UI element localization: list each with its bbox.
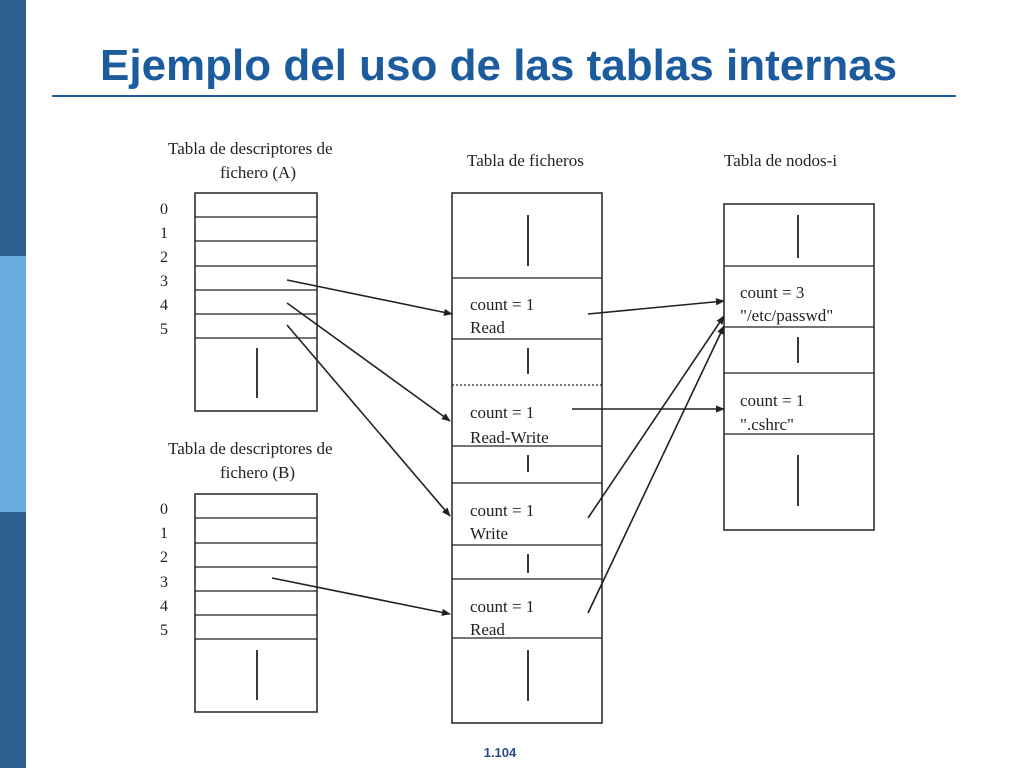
sidebar-light-mid [0, 256, 26, 512]
table-a-index: 1 [160, 225, 168, 242]
file-entry-mode: Write [470, 524, 508, 543]
file-entry-mode: Read [470, 318, 505, 337]
arrow-file1-to-inode1 [587, 298, 725, 315]
file-table-separators [452, 277, 602, 639]
file-entry-mode: Read-Write [470, 428, 549, 447]
inode-entry-count: count = 1 [740, 391, 804, 410]
table-b-indices: 0 1 2 3 4 5 [160, 501, 168, 639]
table-b-index: 2 [160, 549, 168, 566]
file-entry-count: count = 1 [470, 597, 534, 616]
page-number: 1.104 [483, 745, 517, 760]
table-a-index: 3 [160, 273, 168, 290]
file-entry-mode: Read [470, 620, 505, 639]
inode-table-separators [724, 265, 874, 435]
table-a-indices: 0 1 2 3 4 5 [160, 201, 168, 338]
file-table-title: Tabla de ficheros [467, 151, 584, 170]
inode-table: Tabla de nodos-i count = 3 "/etc/passwd"… [723, 151, 875, 531]
sidebar-dark-top [0, 0, 26, 256]
file-table: Tabla de ficheros count = 1 Read count =… [451, 151, 603, 724]
sidebar-dark-bottom [0, 512, 26, 768]
arrow-b3-to-file4 [271, 577, 451, 616]
table-a-row-lines [195, 216, 317, 339]
table-a-title-line2: fichero (A) [220, 163, 296, 182]
arrow-file3-to-inode1 [587, 315, 725, 519]
arrow-a5-to-file3 [286, 324, 451, 517]
table-b-index: 3 [160, 574, 168, 591]
table-b-title-line1: Tabla de descriptores de [168, 439, 333, 458]
table-a-index: 4 [160, 297, 168, 314]
inode-entry-count: count = 3 [740, 283, 804, 302]
arrow-a4-to-file2 [286, 302, 451, 422]
file-entry-count: count = 1 [470, 295, 534, 314]
table-b-frame [194, 493, 318, 713]
arrow-file4-to-inode1 [587, 325, 725, 614]
file-entry-count: count = 1 [470, 501, 534, 520]
inode-entry-name: ".cshrc" [740, 415, 794, 434]
table-a-frame [194, 192, 318, 412]
arrow-a3-to-file1 [286, 279, 453, 316]
table-a-title-line1: Tabla de descriptores de [168, 139, 333, 158]
table-a-index: 5 [160, 321, 168, 338]
file-entry-count: count = 1 [470, 403, 534, 422]
title-underline [52, 95, 956, 97]
pointer-arrows [271, 279, 725, 616]
table-b-index: 5 [160, 622, 168, 639]
table-b-title-line2: fichero (B) [220, 463, 295, 482]
table-b-index: 1 [160, 525, 168, 542]
file-table-frame [451, 192, 603, 724]
table-a-index: 0 [160, 201, 168, 218]
table-a-index: 2 [160, 249, 168, 266]
table-b-index: 4 [160, 598, 168, 615]
slide-title: Ejemplo del uso de las tablas internas [100, 41, 898, 90]
inode-entry-name: "/etc/passwd" [740, 306, 833, 325]
table-b-row-lines [195, 517, 317, 640]
table-b-index: 0 [160, 501, 168, 518]
inode-table-frame [723, 203, 875, 531]
inode-table-title: Tabla de nodos-i [724, 151, 837, 170]
descriptor-table-b: Tabla de descriptores de fichero (B) 0 1… [160, 439, 333, 713]
descriptor-table-a: Tabla de descriptores de fichero (A) 0 1… [160, 139, 333, 412]
